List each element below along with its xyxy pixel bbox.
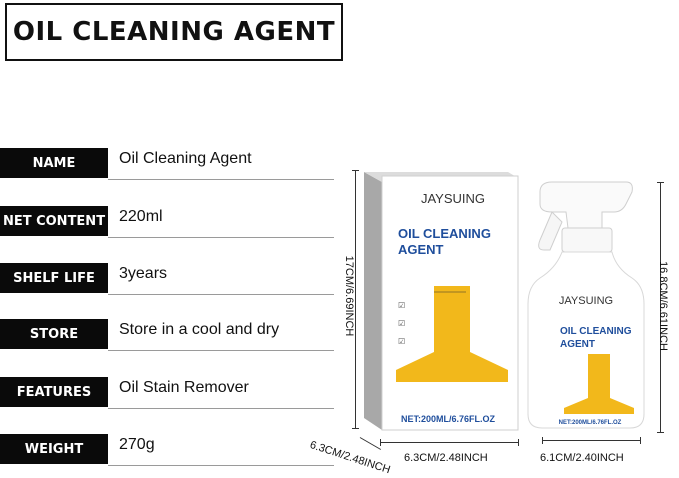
box-product-line2: AGENT xyxy=(398,242,444,257)
spec-divider xyxy=(108,408,334,409)
bottle-cap xyxy=(561,227,613,253)
bottle-body xyxy=(527,251,645,429)
spec-label: STORE xyxy=(0,319,108,349)
check-1: ☑ xyxy=(398,301,405,310)
spray-trigger-lever xyxy=(538,211,563,251)
hood-bottom xyxy=(396,370,508,382)
spec-row-features: FEATURES Oil Stain Remover xyxy=(0,375,334,409)
spec-divider xyxy=(108,350,334,351)
bottle-height-tick-bottom xyxy=(657,432,664,433)
box-width-tick-right xyxy=(518,439,519,446)
bottle-product-line2: AGENT xyxy=(560,339,595,350)
spec-label: NET CONTENT xyxy=(0,206,108,236)
spec-row-store: STORE Store in a cool and dry xyxy=(0,317,334,351)
spec-label: SHELF LIFE xyxy=(0,263,108,293)
bottle-product-line1: OIL CLEANING xyxy=(560,326,632,337)
spec-value: 270g xyxy=(119,436,155,453)
spec-value: Oil Stain Remover xyxy=(119,379,249,396)
spec-label: FEATURES xyxy=(0,377,108,407)
spec-divider xyxy=(108,179,334,180)
box-brand: JAYSUING xyxy=(421,191,485,206)
box-product-line1: OIL CLEANING xyxy=(398,226,491,241)
spray-trigger-head xyxy=(539,181,633,229)
box-side-face xyxy=(364,172,382,430)
box-height-dim: 17CM/6.69INCH xyxy=(343,255,355,337)
box-height-line xyxy=(355,170,356,428)
spec-label: WEIGHT xyxy=(0,434,108,464)
bottle-width-line xyxy=(542,440,640,441)
bottle-hood-chimney xyxy=(588,354,610,398)
bottle-height-tick-top xyxy=(657,182,664,183)
bottle-brand: JAYSUING xyxy=(559,295,613,307)
box-width-tick-left xyxy=(380,439,381,446)
box-width-dim: 6.3CM/2.48INCH xyxy=(404,452,488,464)
spec-divider xyxy=(108,294,334,295)
bottle-width-tick-right xyxy=(640,437,641,444)
page-title: OIL CLEANING AGENT xyxy=(12,17,336,47)
bottle-width-tick-left xyxy=(542,437,543,444)
hood-chimney xyxy=(434,286,470,352)
box-height-tick-bottom xyxy=(352,428,359,429)
spec-value: Store in a cool and dry xyxy=(119,321,280,338)
spec-row-weight: WEIGHT 270g xyxy=(0,432,334,466)
bottle-net: NET:200ML/6.76FL.OZ xyxy=(559,420,622,426)
bottle-hood-bottom xyxy=(564,408,634,414)
spec-row-shelf-life: SHELF LIFE 3years xyxy=(0,261,334,295)
spec-divider xyxy=(108,465,334,466)
hood-body xyxy=(396,352,508,370)
spec-row-net-content: NET CONTENT 220ml xyxy=(0,204,334,238)
bottle-height-line xyxy=(660,182,661,432)
check-2: ☑ xyxy=(398,319,405,328)
spec-label: NAME xyxy=(0,148,108,178)
spray-bottle-illustration: JAYSUING OIL CLEANING AGENT NET:200ML/6.… xyxy=(527,181,645,429)
spec-value: 220ml xyxy=(119,208,163,225)
box-net: NET:200ML/6.76FL.OZ xyxy=(401,414,496,424)
bottle-height-dim: 16.8CM/6.61INCH xyxy=(657,261,669,351)
check-3: ☑ xyxy=(398,337,405,346)
bottle-hood-body xyxy=(564,398,634,408)
spec-value: Oil Cleaning Agent xyxy=(119,150,252,167)
spec-row-name: NAME Oil Cleaning Agent xyxy=(0,146,334,180)
title-box: OIL CLEANING AGENT xyxy=(5,3,343,61)
bottle-width-dim: 6.1CM/2.40INCH xyxy=(540,452,624,464)
product-box-illustration: JAYSUING OIL CLEANING AGENT ☑ ☑ ☑ NET:20… xyxy=(364,172,519,431)
box-front-face xyxy=(381,175,519,431)
spec-divider xyxy=(108,237,334,238)
box-width-line xyxy=(380,442,518,443)
box-height-tick-top xyxy=(352,170,359,171)
spec-value: 3years xyxy=(119,265,168,282)
